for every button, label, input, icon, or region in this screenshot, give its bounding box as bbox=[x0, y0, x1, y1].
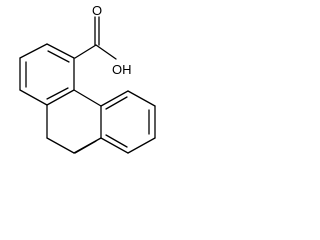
bond-c4 bbox=[127, 137, 156, 154]
bond-b4 bbox=[46, 137, 75, 154]
bond-a4 bbox=[19, 89, 48, 106]
bond-c1-inner bbox=[105, 96, 128, 110]
bond-c5 bbox=[100, 137, 129, 154]
bond-b3-inner bbox=[74, 140, 97, 154]
bond-b1 bbox=[73, 89, 102, 107]
structure-diagram: O OH bbox=[0, 0, 180, 192]
bond-ring-to-carboxyl bbox=[74, 44, 97, 59]
carbonyl-oxygen-label: O bbox=[92, 3, 102, 18]
bond-a1 bbox=[46, 43, 75, 59]
bond-a5 bbox=[46, 89, 75, 106]
bond-c5-inner bbox=[105, 134, 128, 148]
bond-a5-inner bbox=[46, 87, 69, 100]
hydroxyl-label: OH bbox=[112, 62, 132, 77]
bond-c-oh bbox=[95, 44, 117, 60]
bond-a1-inner bbox=[47, 50, 70, 63]
phenanthrene-carboxylic-acid-structure: O OH bbox=[19, 3, 156, 154]
bond-c2 bbox=[127, 90, 156, 107]
bond-c1 bbox=[100, 90, 129, 107]
bond-a2 bbox=[19, 43, 48, 59]
